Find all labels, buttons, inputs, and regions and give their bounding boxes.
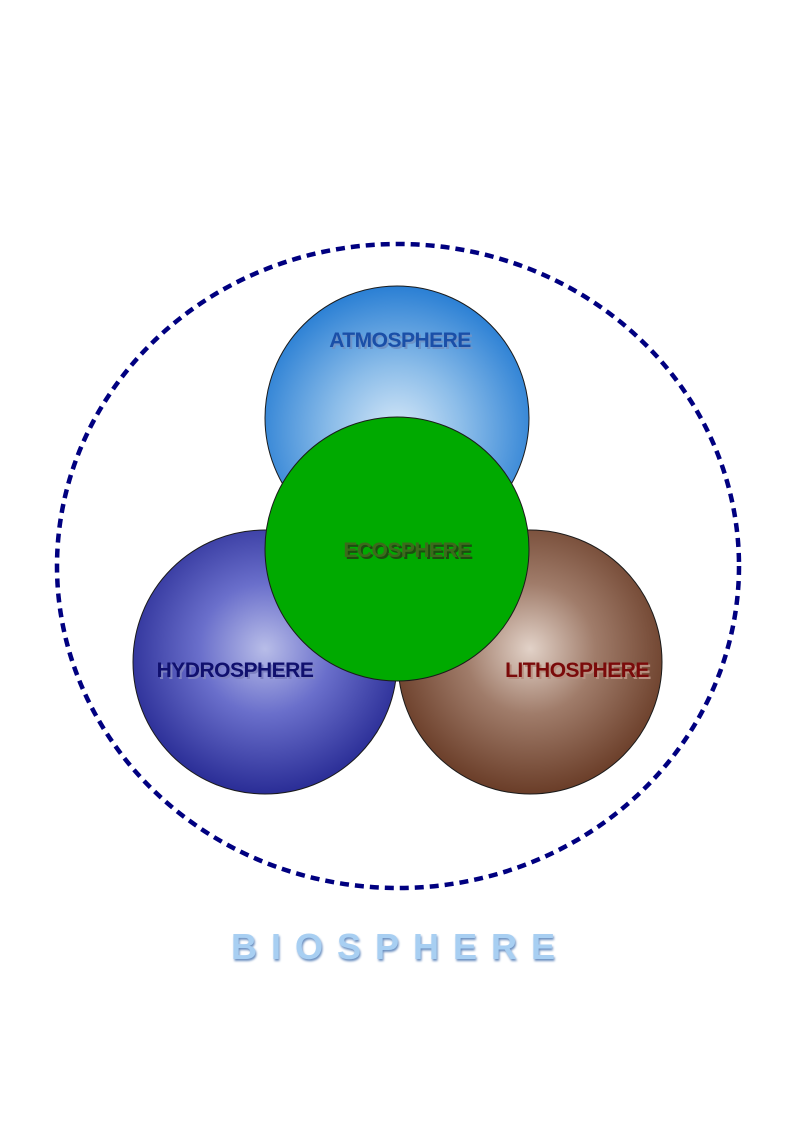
lithosphere-label: LITHOSPHERE [505,659,649,682]
atmosphere-label: ATMOSPHERE [329,329,471,352]
biosphere-title: BIOSPHERE [230,926,570,967]
hydrosphere-label-shadow: HYDROSPHERE [159,661,316,684]
biosphere-boundary [54,241,742,891]
ecosphere-sphere [264,416,530,682]
ecosphere-label-shadow: ECOSPHERE [345,541,473,564]
ecosphere-label: ECOSPHERE [343,539,471,562]
hydrosphere-label: HYDROSPHERE [157,659,314,682]
atmosphere-label-shadow: ATMOSPHERE [331,331,473,354]
lithosphere-label-shadow: LITHOSPHERE [507,661,651,684]
